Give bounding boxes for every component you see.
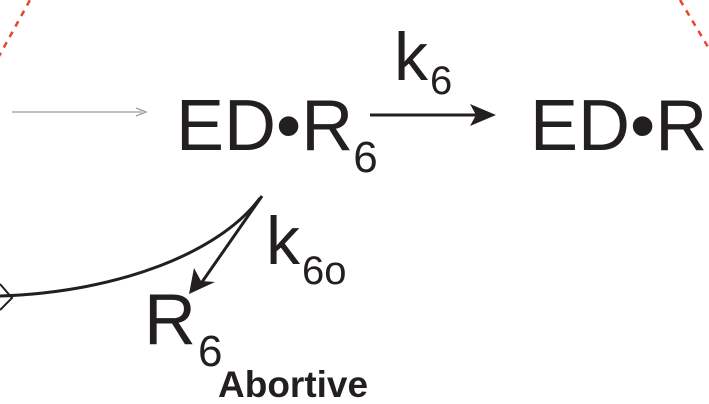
complex-ed-r6: ED•R6 [176, 86, 378, 182]
recycle-curve-arrow [0, 197, 262, 311]
abortive-label: Abortive [218, 364, 368, 404]
complex-ed-r7: ED•R7 [530, 86, 709, 182]
product-r6: R6 [144, 280, 222, 376]
rate-label-k6o: k6o [266, 203, 347, 293]
abortive-release-arrow [189, 195, 264, 294]
forward-reaction-arrow [370, 104, 496, 126]
dashed-accent-right [678, 0, 709, 52]
incoming-arrow [12, 107, 148, 117]
dashed-accent-left [0, 0, 32, 57]
rate-label-k6: k6 [394, 19, 452, 103]
